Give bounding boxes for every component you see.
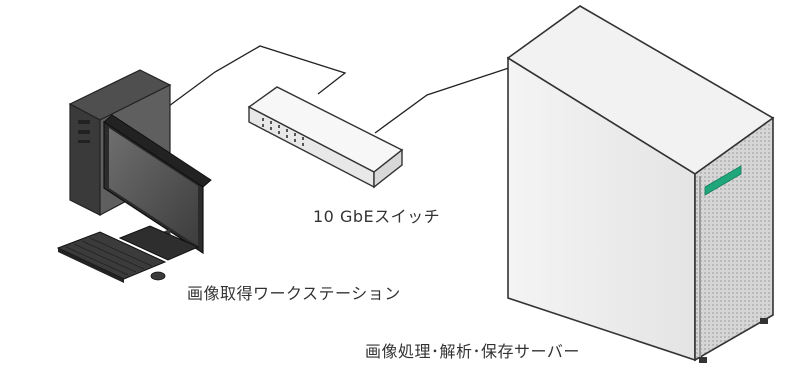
server-label: 画像処理･解析･保存サーバー xyxy=(365,342,580,361)
desktop-computer-icon xyxy=(56,69,212,283)
server-badge xyxy=(704,165,742,196)
switch-label: 10 GbEスイッチ xyxy=(313,207,441,226)
network-switch-icon xyxy=(247,86,404,189)
tower-server-icon xyxy=(506,5,775,363)
cable-workstation-to-switch xyxy=(149,45,347,121)
workstation-label: 画像取得ワークステーション xyxy=(187,284,401,303)
